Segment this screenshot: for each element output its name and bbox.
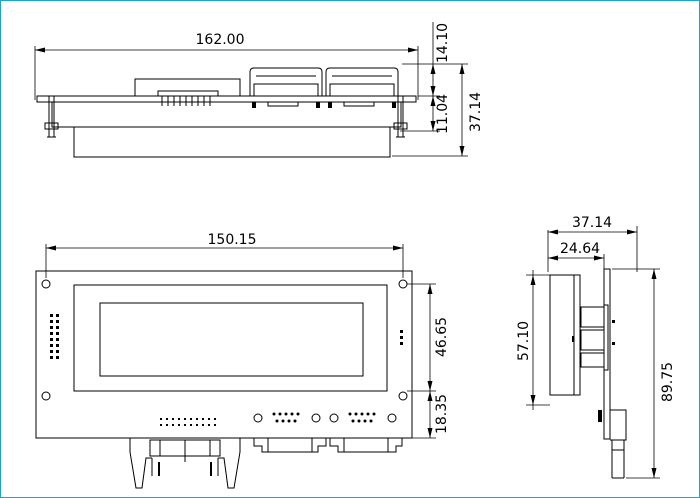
height-18-35-label: 18.35 xyxy=(434,394,450,434)
top-view: 162.00 xyxy=(34,22,484,158)
height-57-10-label: 57.10 xyxy=(516,321,532,361)
height-46-65-label: 46.65 xyxy=(434,317,450,357)
depth-24-64-label: 24.64 xyxy=(560,241,600,257)
height-37-14-label: 37.14 xyxy=(468,92,484,132)
side-view: 37.14 24.64 57.10 xyxy=(516,215,676,479)
bottom-pin-header xyxy=(160,418,216,426)
height-89-75-label: 89.75 xyxy=(660,362,676,402)
db9-connector-left xyxy=(253,412,327,453)
width-162-label: 162.00 xyxy=(196,32,245,48)
ribbon-connector xyxy=(129,438,241,489)
left-pin-header xyxy=(50,314,59,359)
db9-connector-right xyxy=(329,412,403,453)
width-150-15-label: 150.15 xyxy=(208,232,257,248)
height-14-10-label: 14.10 xyxy=(435,23,451,63)
front-view: 150.15 xyxy=(35,232,450,489)
depth-37-14-label: 37.14 xyxy=(572,215,612,231)
height-11-04-label: 11.04 xyxy=(435,94,451,134)
